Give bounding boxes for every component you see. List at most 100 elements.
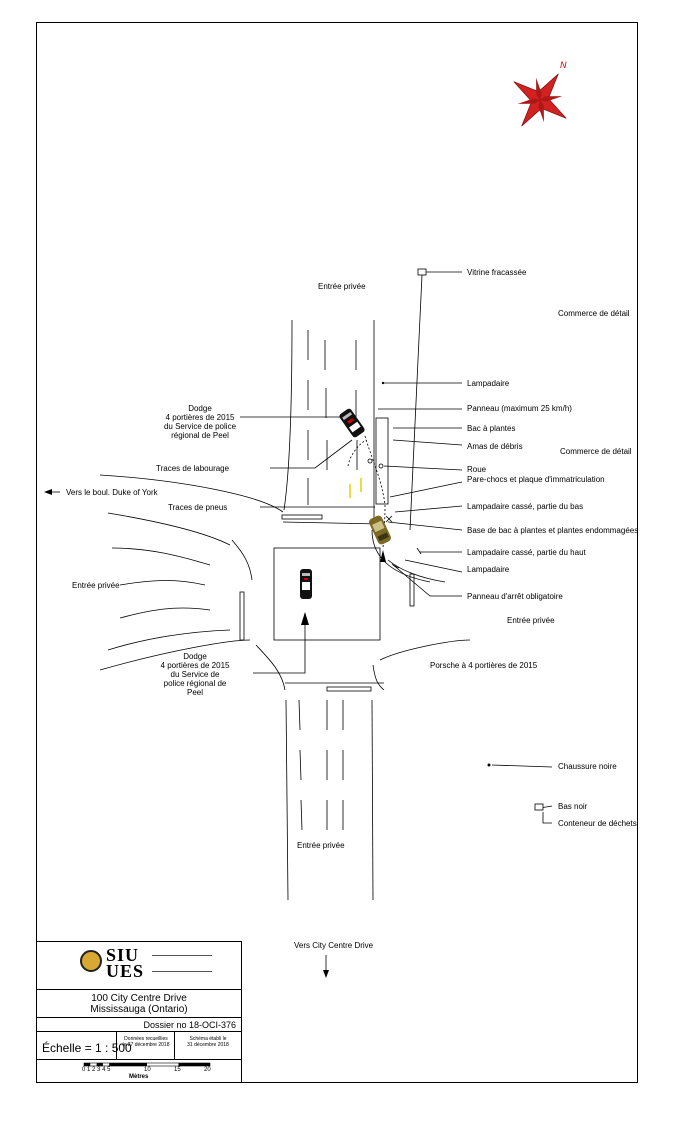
label-commerce-detail-2: Commerce de détail [560, 447, 632, 456]
address-row: 100 City Centre Drive Mississauga (Ontar… [36, 989, 242, 1017]
label-lampadaire-haut: Lampadaire cassé, partie du haut [467, 548, 586, 557]
label-lampadaire-2: Lampadaire [467, 565, 510, 574]
compass-north-label: N [560, 60, 567, 70]
label-vers-duke: Vers le boul. Duke of York [66, 488, 158, 497]
scale-bar-row: 0 1 2 3 4 5 10 15 20 Mètres [36, 1059, 242, 1083]
arrow-vers-duke [44, 489, 52, 495]
porsche-vehicle [369, 515, 391, 545]
leader-conteneur [542, 812, 552, 824]
container-marker [534, 803, 544, 811]
siu-logo: SIU UES [80, 945, 212, 981]
leader-base-bac [387, 521, 463, 531]
label-entree-privee-bottom: Entrée privée [297, 841, 345, 850]
west-corner [231, 539, 253, 581]
vitrine-marker [417, 268, 427, 276]
leader-dodge-bottom [253, 620, 306, 674]
label-panneau-25: Panneau (maximum 25 km/h) [467, 404, 572, 413]
leader-pare-chocs [389, 481, 463, 498]
stop-bar-south [326, 686, 372, 692]
lane-west-4 [119, 607, 211, 619]
label-vitrine: Vitrine fracassée [467, 268, 527, 277]
data-collected-date: Données recueillies le 27 décembre 2018 [122, 1036, 170, 1048]
scale-bar [83, 1062, 211, 1067]
lane-south-5 [371, 699, 374, 901]
compass-rose [513, 73, 567, 127]
label-base-bac: Base de bac à plantes et plantes endomma… [467, 526, 639, 535]
label-bas-noir: Bas noir [558, 802, 588, 811]
stop-bar-east [409, 573, 415, 607]
lane-south-1 [285, 699, 289, 901]
arrow-porsche-direction [380, 550, 386, 562]
label-entree-privee-right: Entrée privée [507, 616, 555, 625]
label-chaussure: Chaussure noire [558, 762, 617, 771]
intersection-box [273, 547, 381, 641]
shoe-marker [487, 763, 491, 767]
road-edge-west-north [99, 474, 284, 513]
road-edge-south-east [379, 639, 471, 661]
title-block: SIU UES 100 City Centre Drive Mississaug… [36, 941, 242, 1083]
tick-5: 5 [107, 1067, 111, 1073]
lane-west-1 [107, 512, 231, 546]
road-edge-west-south [99, 639, 251, 671]
label-roue: Roue [467, 465, 487, 474]
address-line-2: Mississauga (Ontario) [90, 1004, 188, 1015]
label-dodge-bottom: Dodge 4 portières de 2015 du Service de … [160, 652, 230, 697]
address-line-1: 100 City Centre Drive [91, 993, 187, 1004]
tick-20: 20 [204, 1067, 211, 1073]
lane-dash-north-2 [324, 340, 328, 470]
label-panneau-arret: Panneau d'arrêt obligatoire [467, 592, 563, 601]
label-traces-pneus: Traces de pneus [168, 503, 228, 512]
label-vers-city: Vers City Centre Drive [294, 941, 374, 950]
leader-lampadaire-2 [404, 559, 463, 573]
crosswalk-line-north [282, 521, 381, 525]
traces-labourage [347, 439, 367, 467]
debris-markers [367, 458, 422, 569]
east-corner-2 [387, 559, 446, 583]
leader-roue [383, 465, 463, 471]
scale-ratio: Échelle = 1 : 500 [42, 1041, 132, 1055]
tick-0: 0 [82, 1067, 86, 1073]
road-edge-south-west [255, 644, 286, 691]
label-traces-labourage: Traces de labourage [156, 464, 230, 473]
stop-bar-west [239, 591, 245, 641]
tick-1: 1 [87, 1067, 91, 1073]
tick-3: 3 [97, 1067, 101, 1073]
dodge-bottom-vehicle [300, 569, 312, 599]
scale-row: Échelle = 1 : 500 Données recueillies le… [36, 1031, 242, 1060]
logo-siu-text: SIU [106, 945, 140, 965]
leader-lampadaire-bas [394, 505, 463, 513]
south-corner-east [372, 664, 385, 691]
leader-chaussure [491, 764, 553, 768]
road-edge-north-west [283, 319, 293, 511]
siu-seal-icon [80, 950, 102, 972]
tick-15: 15 [174, 1067, 181, 1073]
lane-south-2 [298, 699, 303, 831]
label-dodge-top: Dodge 4 portières de 2015 du Service de … [163, 404, 237, 440]
scale-ticks: 0 1 2 3 4 5 [82, 1067, 110, 1073]
building-line-vitrine [409, 274, 423, 531]
diagram-date: Schéma établi le 31 décembre 2018 [187, 1036, 229, 1048]
lane-dash-north-3 [355, 340, 358, 470]
east-corner-curve [371, 529, 431, 583]
dossier-row: Dossier no 18-OCI-376 [36, 1017, 242, 1031]
leader-panneau-arret [391, 563, 462, 597]
lampadaire-marker [381, 381, 385, 385]
dossier-number: Dossier no 18-OCI-376 [143, 1020, 236, 1030]
leader-amas [392, 439, 463, 446]
logo-ues-text: UES [106, 961, 145, 981]
bac-plantes [375, 417, 389, 505]
label-porsche: Porsche à 4 portières de 2015 [430, 661, 538, 670]
lane-west-5 [107, 629, 231, 651]
tick-10: 10 [144, 1067, 151, 1073]
stop-bar-north [281, 514, 323, 520]
label-entree-privee-top: Entrée privée [318, 282, 366, 291]
label-lampadaire-1: Lampadaire [467, 379, 510, 388]
label-conteneur: Conteneur de déchets [558, 819, 637, 828]
drawing-frame [36, 22, 638, 1083]
label-bac-plantes: Bac à plantes [467, 424, 516, 433]
label-lampadaire-bas: Lampadaire cassé, partie du bas [467, 502, 584, 511]
leader-labourage [270, 439, 353, 469]
dodge-top-vehicle [339, 408, 365, 438]
label-amas-debris: Amas de débris [467, 442, 523, 451]
